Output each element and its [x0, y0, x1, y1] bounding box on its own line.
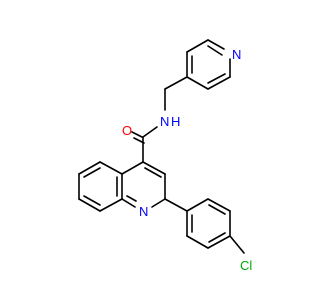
chlorine-label: Cl	[240, 258, 252, 273]
bond	[207, 39, 225, 50]
bond	[207, 45, 223, 56]
bond	[186, 76, 209, 90]
quinoline-benzo-ring	[78, 161, 123, 212]
bond	[144, 167, 162, 178]
chlorophenyl-ring	[164, 198, 245, 254]
bond	[164, 76, 188, 90]
atom-labels: N O N H N Cl	[122, 47, 252, 273]
bond	[208, 204, 226, 215]
bond	[78, 198, 101, 212]
bond	[142, 126, 158, 138]
bond	[121, 161, 144, 175]
bond	[78, 161, 101, 175]
bond	[126, 195, 137, 202]
bond	[99, 198, 123, 212]
pyridine-ring	[186, 39, 231, 90]
bond	[186, 198, 209, 212]
bond	[186, 39, 209, 53]
bond	[164, 198, 188, 212]
bond	[207, 76, 231, 90]
bond	[229, 235, 245, 254]
quinoline-heteroring	[121, 161, 166, 208]
bond	[186, 235, 209, 249]
structure-canvas: N O N H N Cl	[78, 39, 252, 273]
bond	[207, 73, 226, 84]
amide-linker	[131, 76, 188, 163]
amide-nitrogen-label: N	[160, 114, 169, 129]
bond	[151, 198, 166, 208]
quinoline-nitrogen-label: N	[139, 204, 148, 219]
bond	[131, 131, 143, 138]
amide-hydrogen-label: H	[171, 114, 180, 129]
bond	[83, 167, 101, 178]
carbonyl-oxygen-label: O	[122, 123, 132, 138]
molecule-diagram: N O N H N Cl	[78, 39, 252, 273]
bond	[142, 161, 166, 175]
pyridine-nitrogen-label: N	[232, 47, 241, 62]
bond	[208, 232, 226, 243]
bond	[83, 195, 101, 206]
bond	[207, 198, 231, 212]
bond	[121, 198, 136, 208]
bond	[99, 161, 123, 175]
bond	[207, 235, 231, 249]
